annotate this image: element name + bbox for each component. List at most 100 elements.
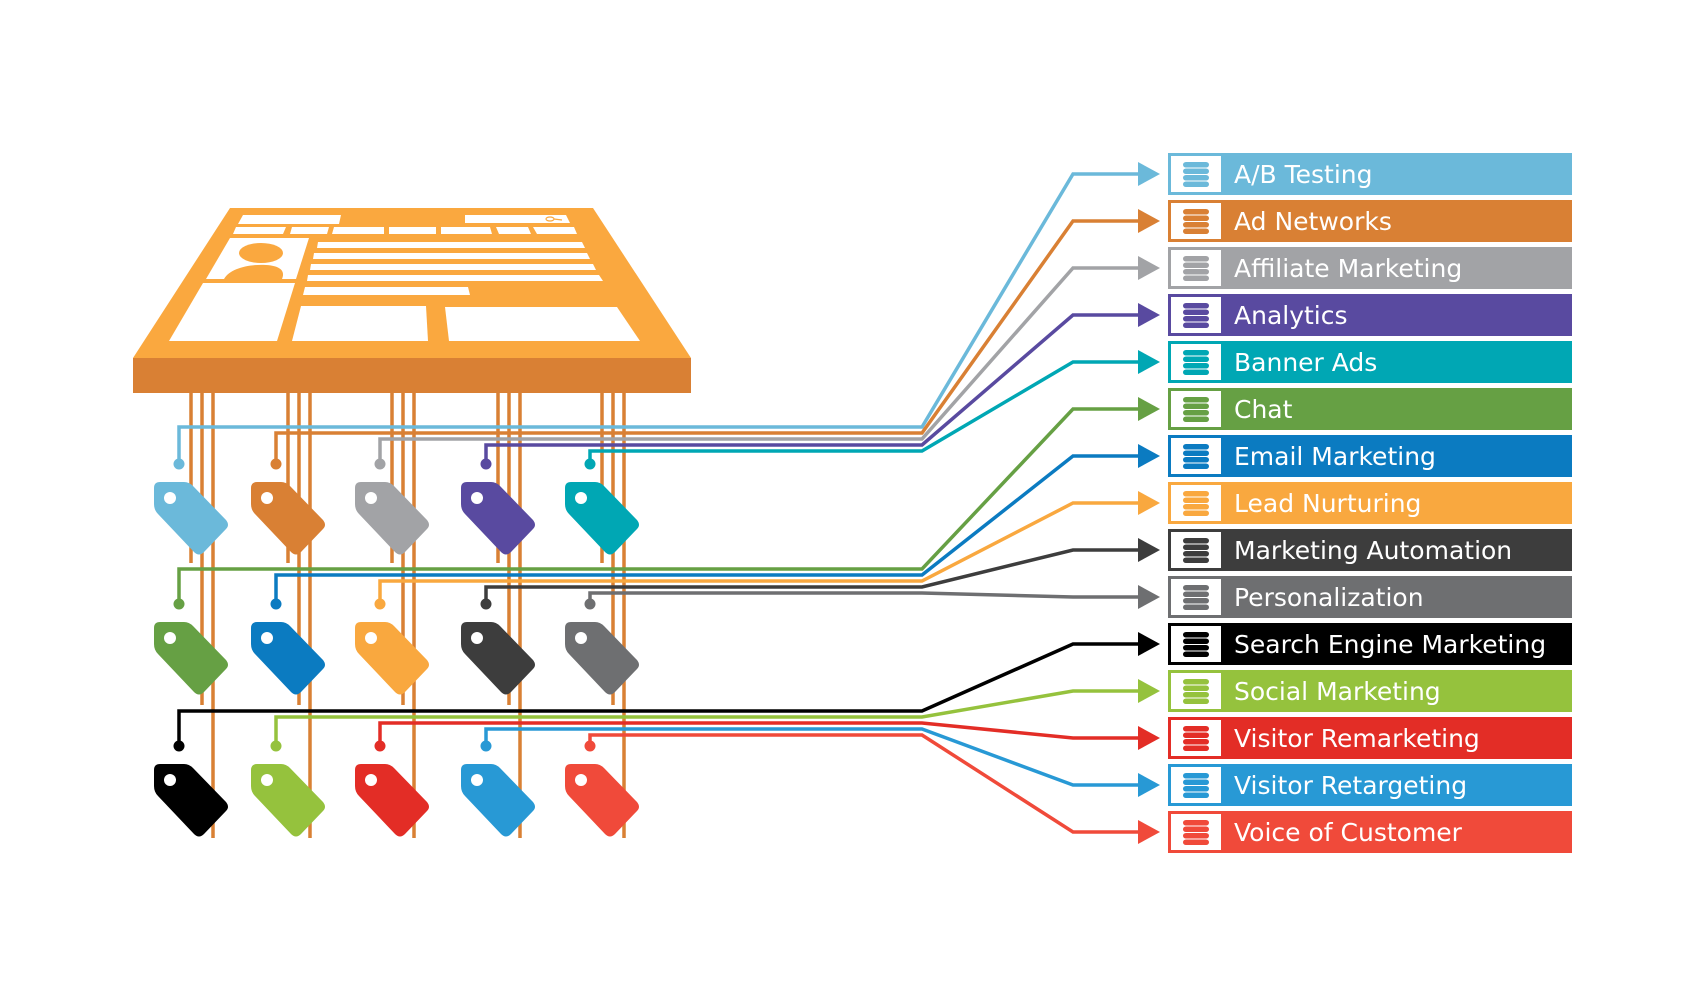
connector-dot [173, 598, 185, 610]
database-icon [1183, 256, 1209, 281]
tag-icon [251, 622, 325, 695]
database-icon [1183, 820, 1209, 845]
database-layer [1183, 773, 1209, 779]
colored-connectors [177, 162, 1160, 844]
connector-dot [480, 740, 492, 752]
tag-body [154, 482, 228, 555]
database-layer [1183, 839, 1209, 845]
integration-label-text: Lead Nurturing [1234, 489, 1421, 518]
integration-label-marketing-automation: Marketing Automation [1168, 529, 1572, 571]
connector-visitor-remarketing [378, 721, 1142, 746]
arrow-head-icon [1138, 773, 1160, 797]
database-layer [1183, 544, 1209, 550]
integration-label-text: Visitor Retargeting [1234, 771, 1467, 800]
connector-voice-of-customer [588, 733, 1142, 834]
label-bar [1168, 388, 1572, 430]
website-nav-item [389, 227, 436, 234]
database-layer [1183, 632, 1209, 638]
integration-label-text: Social Marketing [1234, 677, 1441, 706]
database-layer [1183, 397, 1209, 403]
integration-label-a-b-testing: A/B Testing [1168, 153, 1572, 195]
database-layer [1183, 168, 1209, 174]
database-icon [1183, 162, 1209, 187]
database-layer [1183, 833, 1209, 839]
tag-body [355, 482, 429, 555]
connector-dot [374, 598, 386, 610]
tag-icon [565, 622, 639, 695]
database-layer [1183, 275, 1209, 281]
integration-label-text: Analytics [1234, 301, 1348, 330]
tag-hole [365, 492, 377, 504]
database-layer [1183, 792, 1209, 798]
tag-icon [461, 482, 535, 555]
database-layer [1183, 309, 1209, 315]
database-layer [1183, 538, 1209, 544]
tag-hole [164, 632, 176, 644]
connector-affiliate-marketing [378, 266, 1142, 464]
tag-icon [154, 482, 228, 555]
integration-label-text: Voice of Customer [1234, 818, 1463, 847]
arrow-head-icon [1138, 679, 1160, 703]
database-layer [1183, 316, 1209, 322]
integration-label-personalization: Personalization [1168, 576, 1572, 618]
database-layer [1183, 551, 1209, 557]
tag-icon [251, 482, 325, 555]
connector-dot [584, 458, 596, 470]
connector-dot [173, 740, 185, 752]
database-icon [1183, 585, 1209, 610]
tag-hole [471, 492, 483, 504]
label-bar [1168, 482, 1572, 524]
label-bar [1168, 341, 1572, 383]
integration-label-banner-ads: Banner Ads [1168, 341, 1572, 383]
database-layer [1183, 450, 1209, 456]
database-layer [1183, 175, 1209, 181]
database-icon [1183, 491, 1209, 516]
arrow-head-icon [1138, 256, 1160, 280]
arrow-head-icon [1138, 209, 1160, 233]
arrow-head-icon [1138, 632, 1160, 656]
integration-label-analytics: Analytics [1168, 294, 1572, 336]
avatar-icon [224, 243, 284, 279]
tag-hole [164, 774, 176, 786]
tags [154, 458, 639, 837]
connector-dot [270, 598, 282, 610]
label-bar [1168, 764, 1572, 806]
database-icon [1183, 444, 1209, 469]
database-layer [1183, 162, 1209, 168]
connector-search-engine-marketing [177, 642, 1142, 746]
arrow-head-icon [1138, 162, 1160, 186]
label-bar [1168, 529, 1572, 571]
database-layer [1183, 209, 1209, 215]
tag-hole [575, 492, 587, 504]
label-bar [1168, 717, 1572, 759]
connector-personalization [588, 591, 1142, 604]
integration-label-text: Marketing Automation [1234, 536, 1512, 565]
website-nav-item [441, 227, 492, 234]
connector-dot [270, 458, 282, 470]
tag-body [251, 482, 325, 555]
database-layer [1183, 215, 1209, 221]
arrow-head-icon [1138, 585, 1160, 609]
integration-label-search-engine-marketing: Search Engine Marketing [1168, 623, 1572, 665]
website-nav-item [290, 227, 329, 234]
connector-banner-ads [588, 360, 1142, 464]
database-layer [1183, 497, 1209, 503]
integration-label-social-marketing: Social Marketing [1168, 670, 1572, 712]
connector-visitor-retargeting [484, 727, 1142, 787]
database-layer [1183, 591, 1209, 597]
database-layer [1183, 410, 1209, 416]
tag-hole [261, 774, 273, 786]
database-icon [1183, 397, 1209, 422]
label-bar [1168, 153, 1572, 195]
database-layer [1183, 262, 1209, 268]
label-bar [1168, 435, 1572, 477]
database-layer [1183, 350, 1209, 356]
database-layer [1183, 638, 1209, 644]
database-layer [1183, 504, 1209, 510]
tag-hole [365, 774, 377, 786]
database-layer [1183, 585, 1209, 591]
website-content-blocks [169, 215, 640, 341]
integration-label-ad-networks: Ad Networks [1168, 200, 1572, 242]
